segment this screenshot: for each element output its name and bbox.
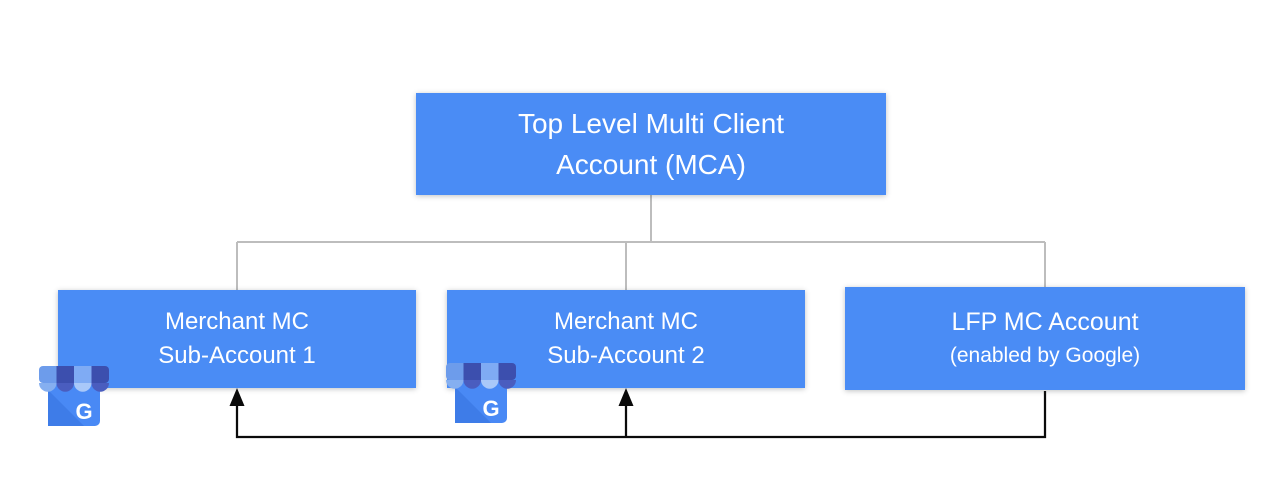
- lfp-feedback-line: [235, 391, 1047, 439]
- arrowhead-to-sub-account-2: [618, 388, 634, 406]
- arrowhead-to-sub-account-1: [229, 388, 245, 406]
- node-top-level-mca: Top Level Multi Client Account (MCA): [416, 93, 886, 195]
- gmb-g-letter: G: [482, 396, 499, 421]
- tree-connector-lines: [236, 195, 1046, 290]
- node-merchant-sub-account-1: Merchant MC Sub-Account 1: [58, 290, 416, 388]
- node-label-line2: Sub-Account 1: [158, 342, 316, 369]
- google-my-business-icon: G: [445, 363, 517, 425]
- node-label-line1: Merchant MC: [164, 308, 310, 335]
- google-my-business-icon: G: [38, 366, 110, 428]
- node-lfp-mc-account: LFP MC Account (enabled by Google): [845, 287, 1245, 390]
- node-label-line2: Sub-Account 2: [547, 342, 705, 369]
- gmb-g-letter: G: [75, 399, 92, 424]
- node-label-line2: Account (MCA): [556, 149, 746, 180]
- node-label-line2: (enabled by Google): [949, 344, 1141, 367]
- node-label-line1: Merchant MC: [553, 308, 699, 335]
- node-label-line1: LFP MC Account: [951, 308, 1139, 336]
- node-label-line1: Top Level Multi Client: [517, 108, 785, 139]
